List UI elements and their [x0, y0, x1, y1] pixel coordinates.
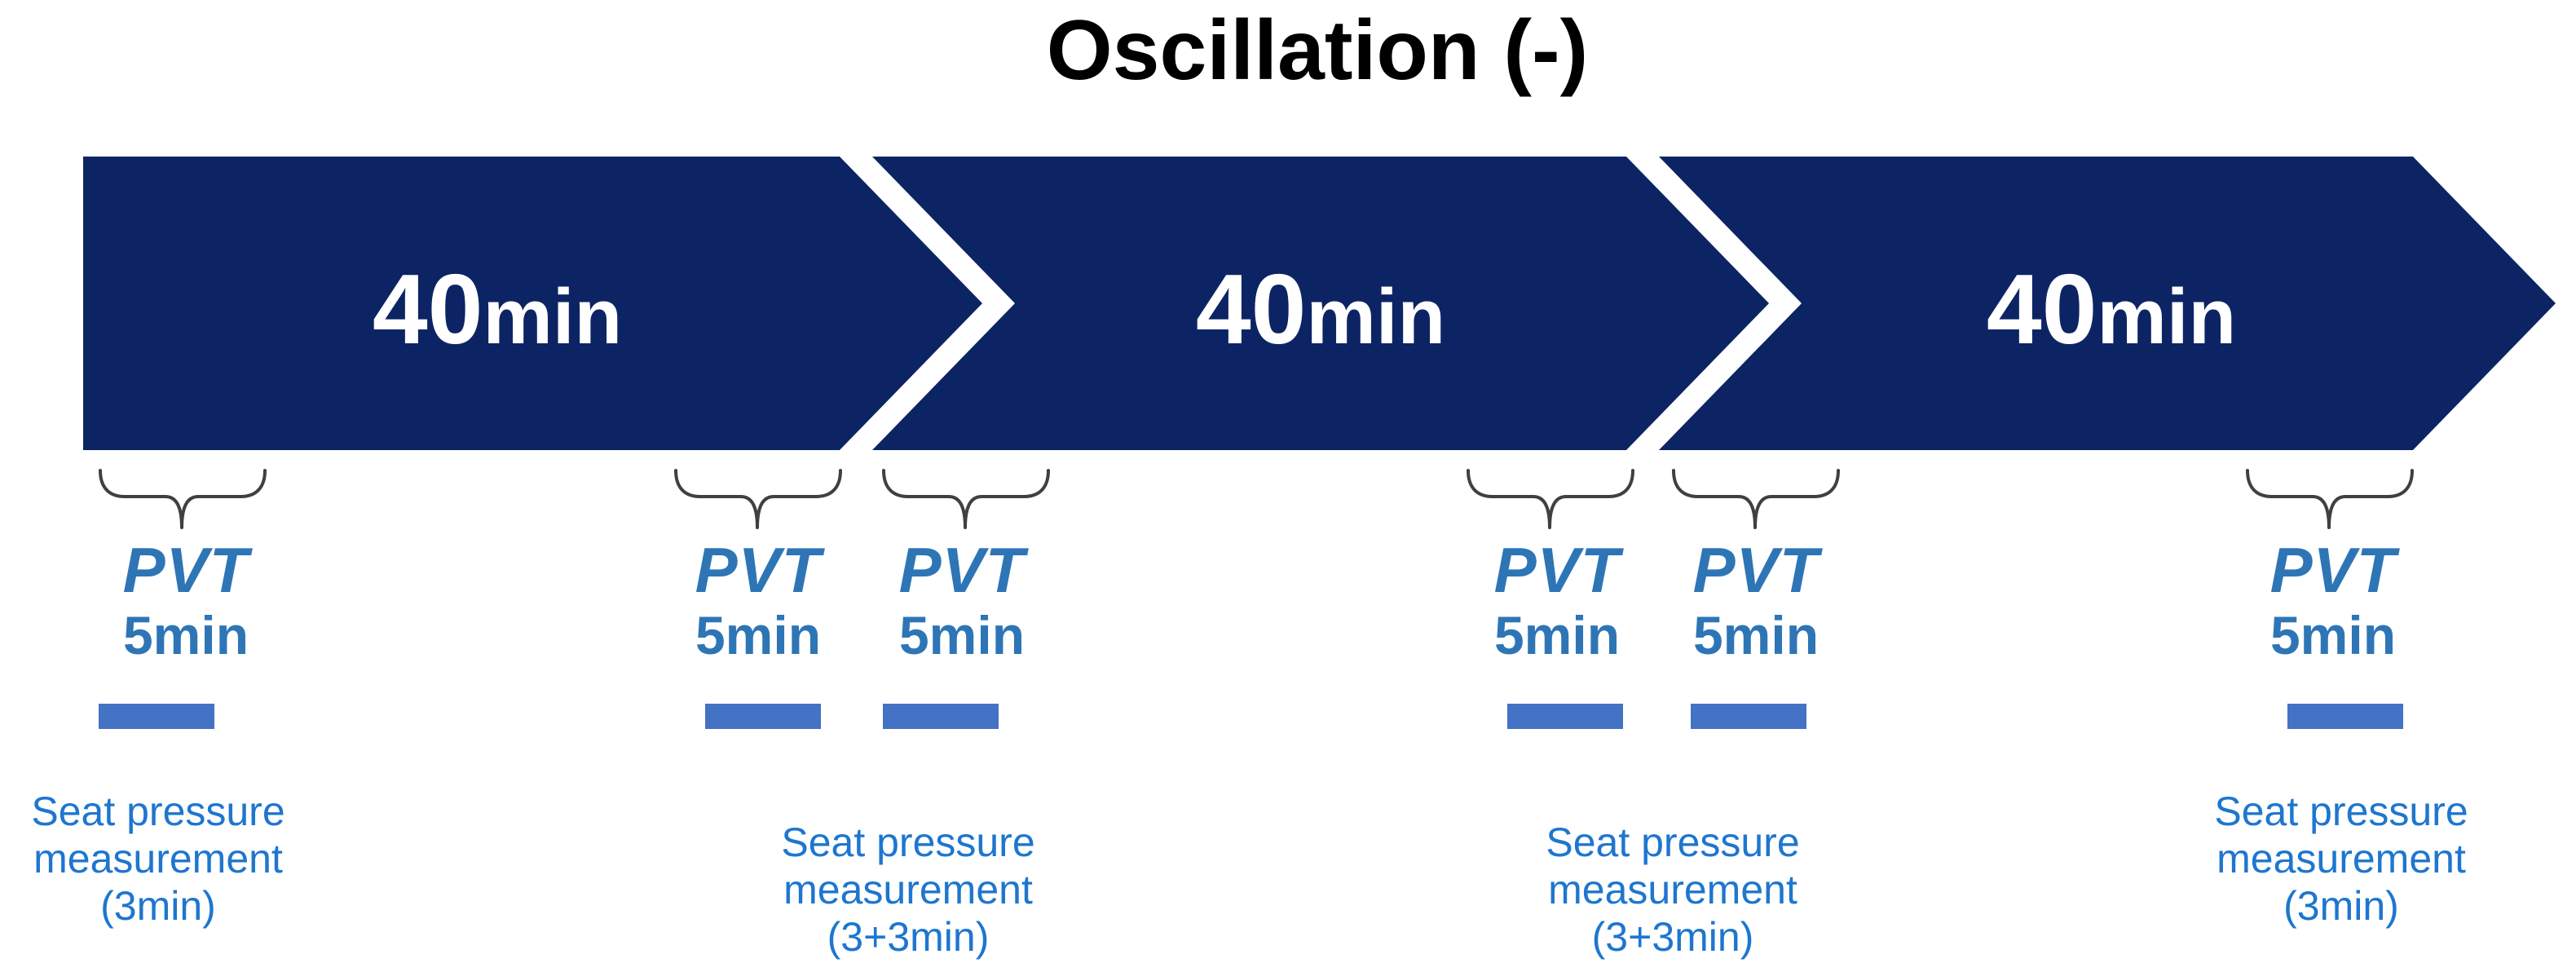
timeline-arrow-segment-1: [83, 157, 982, 450]
underbrace-icon-6: [2246, 469, 2414, 529]
pvt-marker-4: PVT 5min: [1435, 538, 1679, 662]
seat-measurement-label-4-line1: Seat pressure: [2214, 789, 2468, 834]
pvt-marker-6-duration: 5min: [2269, 605, 2397, 665]
seat-measurement-label-1-line3: (3min): [100, 883, 216, 929]
seat-measurement-label-4: Seat pressure measurement (3min): [2097, 788, 2576, 930]
pvt-marker-1-duration: 5min: [122, 605, 249, 665]
pvt-marker-5-name: PVT: [1692, 534, 1820, 606]
underbrace-icon-4: [1467, 469, 1634, 529]
segment-3-duration-unit: min: [2097, 273, 2237, 360]
seat-measurement-label-2: Seat pressure measurement (3+3min): [664, 819, 1153, 961]
seat-pressure-bar-2: [705, 704, 821, 729]
seat-measurement-label-4-line3: (3min): [2283, 883, 2399, 929]
underbrace-icon-3: [882, 469, 1050, 529]
seat-measurement-label-4-line2: measurement: [2217, 836, 2466, 881]
pvt-marker-2-duration: 5min: [695, 605, 822, 665]
pvt-marker-5: PVT 5min: [1634, 538, 1878, 662]
seat-measurement-label-2-line2: measurement: [783, 867, 1033, 912]
pvt-marker-2: PVT 5min: [636, 538, 880, 662]
seat-measurement-label-1: Seat pressure measurement (3min): [0, 788, 403, 930]
pvt-marker-1: PVT 5min: [64, 538, 308, 662]
pvt-marker-1-name: PVT: [122, 534, 249, 606]
underbrace-icon-1: [99, 469, 267, 529]
underbrace-icon-2: [674, 469, 842, 529]
seat-pressure-bar-4: [1507, 704, 1623, 729]
seat-measurement-label-1-line2: measurement: [33, 836, 283, 881]
pvt-marker-3-name: PVT: [898, 534, 1026, 606]
segment-1-duration-unit: min: [483, 273, 623, 360]
pvt-marker-5-duration: 5min: [1692, 605, 1820, 665]
seat-measurement-label-1-line1: Seat pressure: [31, 789, 285, 834]
seat-measurement-label-3-line1: Seat pressure: [1546, 819, 1800, 865]
seat-measurement-label-3-line2: measurement: [1548, 867, 1797, 912]
page-title: Oscillation (-): [1046, 3, 1589, 98]
seat-pressure-bar-3: [883, 704, 999, 729]
segment-2-duration-value: 40: [1195, 254, 1307, 364]
seat-pressure-bar-6: [2287, 704, 2403, 729]
seat-measurement-label-2-line1: Seat pressure: [781, 819, 1035, 865]
pvt-marker-3: PVT 5min: [840, 538, 1084, 662]
pvt-marker-4-duration: 5min: [1493, 605, 1621, 665]
pvt-marker-6: PVT 5min: [2211, 538, 2455, 662]
segment-2-duration-unit: min: [1306, 273, 1446, 360]
segment-1-duration-value: 40: [372, 254, 483, 364]
pvt-marker-2-name: PVT: [695, 534, 822, 606]
seat-pressure-bar-1: [99, 704, 214, 729]
underbrace-icon-5: [1672, 469, 1840, 529]
timeline-arrow-segment-2: [872, 157, 1769, 450]
pvt-marker-3-duration: 5min: [898, 605, 1026, 665]
seat-measurement-label-2-line3: (3+3min): [827, 914, 990, 960]
timeline-arrow-segment-3: [1659, 157, 2556, 450]
segment-3-duration-value: 40: [1986, 254, 2097, 364]
seat-measurement-label-3-line3: (3+3min): [1591, 914, 1754, 960]
seat-measurement-label-3: Seat pressure measurement (3+3min): [1428, 819, 1917, 961]
seat-pressure-bar-5: [1691, 704, 1806, 729]
pvt-marker-6-name: PVT: [2269, 534, 2397, 606]
pvt-marker-4-name: PVT: [1493, 534, 1621, 606]
timeline-arrows: [83, 157, 2556, 450]
